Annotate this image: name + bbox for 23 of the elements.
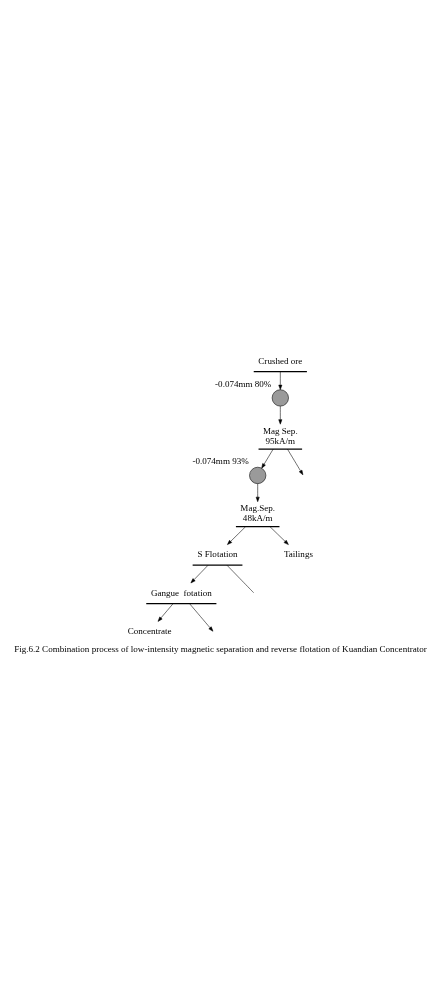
arrow xyxy=(278,371,283,390)
arrow xyxy=(227,526,246,545)
node-text: Tailings xyxy=(283,549,313,560)
node-label: -0.074mm 80% xyxy=(215,378,272,389)
node-text: Concentrate xyxy=(127,626,172,636)
arrow xyxy=(255,483,260,502)
arrow xyxy=(287,448,304,476)
node-label: -0.074mm 93% xyxy=(192,456,249,467)
node-text: Mag Sep. 95kA/m xyxy=(262,425,298,446)
arrow xyxy=(269,526,289,545)
arrow xyxy=(157,603,174,622)
arrow xyxy=(190,565,209,584)
node-text: S Flotation xyxy=(197,549,238,560)
connector xyxy=(226,565,254,594)
caption: Fig.6.2 Combination process of low-intensity magnetic separation and reverse flotation of Kuandian Concentrator xyxy=(14,643,427,654)
node-text: Gangue fotation xyxy=(150,587,212,598)
node-circle xyxy=(271,389,289,407)
node-text: Crushed ore xyxy=(258,355,303,366)
arrow xyxy=(189,603,214,632)
node-text: Mag.Sep. 48kA/m xyxy=(240,503,276,524)
arrow xyxy=(278,406,283,425)
arrow xyxy=(261,448,274,469)
node-circle xyxy=(249,466,267,484)
